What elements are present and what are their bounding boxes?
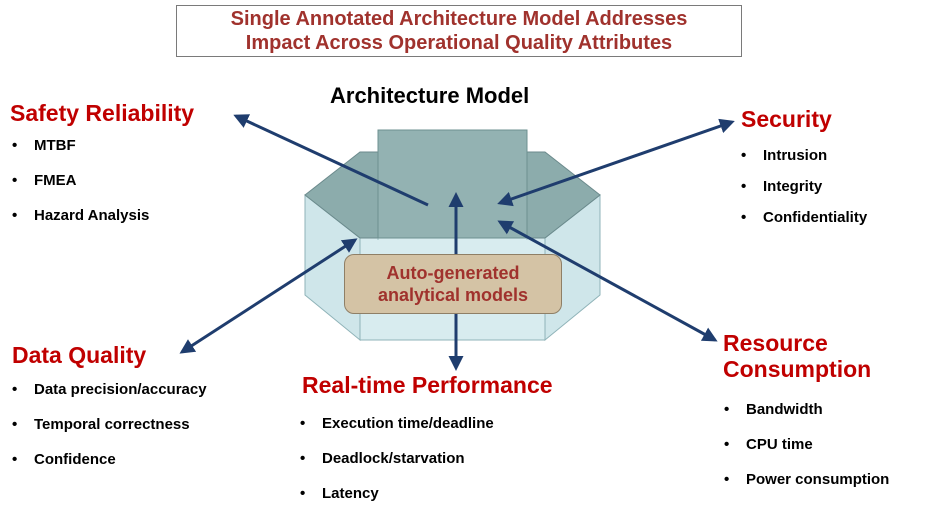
list-item: Integrity — [739, 178, 867, 195]
list-item: FMEA — [10, 172, 149, 189]
list-item: CPU time — [722, 436, 889, 453]
list-item: Execution time/deadline — [298, 415, 494, 432]
heading-safety-reliability: Safety Reliability — [10, 100, 195, 126]
list-item: Deadlock/starvation — [298, 450, 494, 467]
arrow-data-quality — [179, 238, 358, 354]
arrow-security — [497, 118, 735, 207]
title-box: Single Annotated Architecture Model Addr… — [176, 5, 742, 57]
list-item: Latency — [298, 485, 494, 502]
list-item: Bandwidth — [722, 401, 889, 418]
list-item: Hazard Analysis — [10, 207, 149, 224]
list-item: MTBF — [10, 137, 149, 154]
auto-generated-models-box: Auto-generated analytical models — [344, 254, 562, 314]
title-line-2: Impact Across Operational Quality Attrib… — [245, 32, 673, 54]
prism-inner-square — [377, 129, 528, 239]
heading-realtime-performance: Real-time Performance — [302, 372, 553, 398]
list-safety: MTBF FMEA Hazard Analysis — [10, 137, 149, 224]
list-item: Confidentiality — [739, 209, 867, 226]
center-box-line-2: analytical models — [377, 285, 529, 305]
list-item: Data precision/accuracy — [10, 381, 207, 398]
list-resource: Bandwidth CPU time Power consumption — [722, 401, 889, 488]
heading-data-quality: Data Quality — [12, 342, 147, 368]
center-box-line-1: Auto-generated — [386, 263, 520, 283]
heading-resource-line-2: Consumption — [723, 356, 872, 382]
arrow-resource — [497, 220, 718, 342]
list-item: Temporal correctness — [10, 416, 207, 433]
list-item: Power consumption — [722, 471, 889, 488]
heading-security: Security — [741, 106, 832, 132]
architecture-model-label: Architecture Model — [330, 83, 530, 108]
heading-resource-consumption: Resource Consumption — [723, 330, 871, 382]
list-data-quality: Data precision/accuracy Temporal correct… — [10, 381, 207, 468]
heading-resource-line-1: Resource — [723, 330, 828, 356]
list-item: Confidence — [10, 451, 207, 468]
title-line-1: Single Annotated Architecture Model Addr… — [230, 8, 688, 30]
list-security: Intrusion Integrity Confidentiality — [739, 147, 867, 226]
list-item: Intrusion — [739, 147, 867, 164]
arrow-safety — [233, 114, 429, 207]
list-realtime: Execution time/deadline Deadlock/starvat… — [298, 415, 494, 502]
